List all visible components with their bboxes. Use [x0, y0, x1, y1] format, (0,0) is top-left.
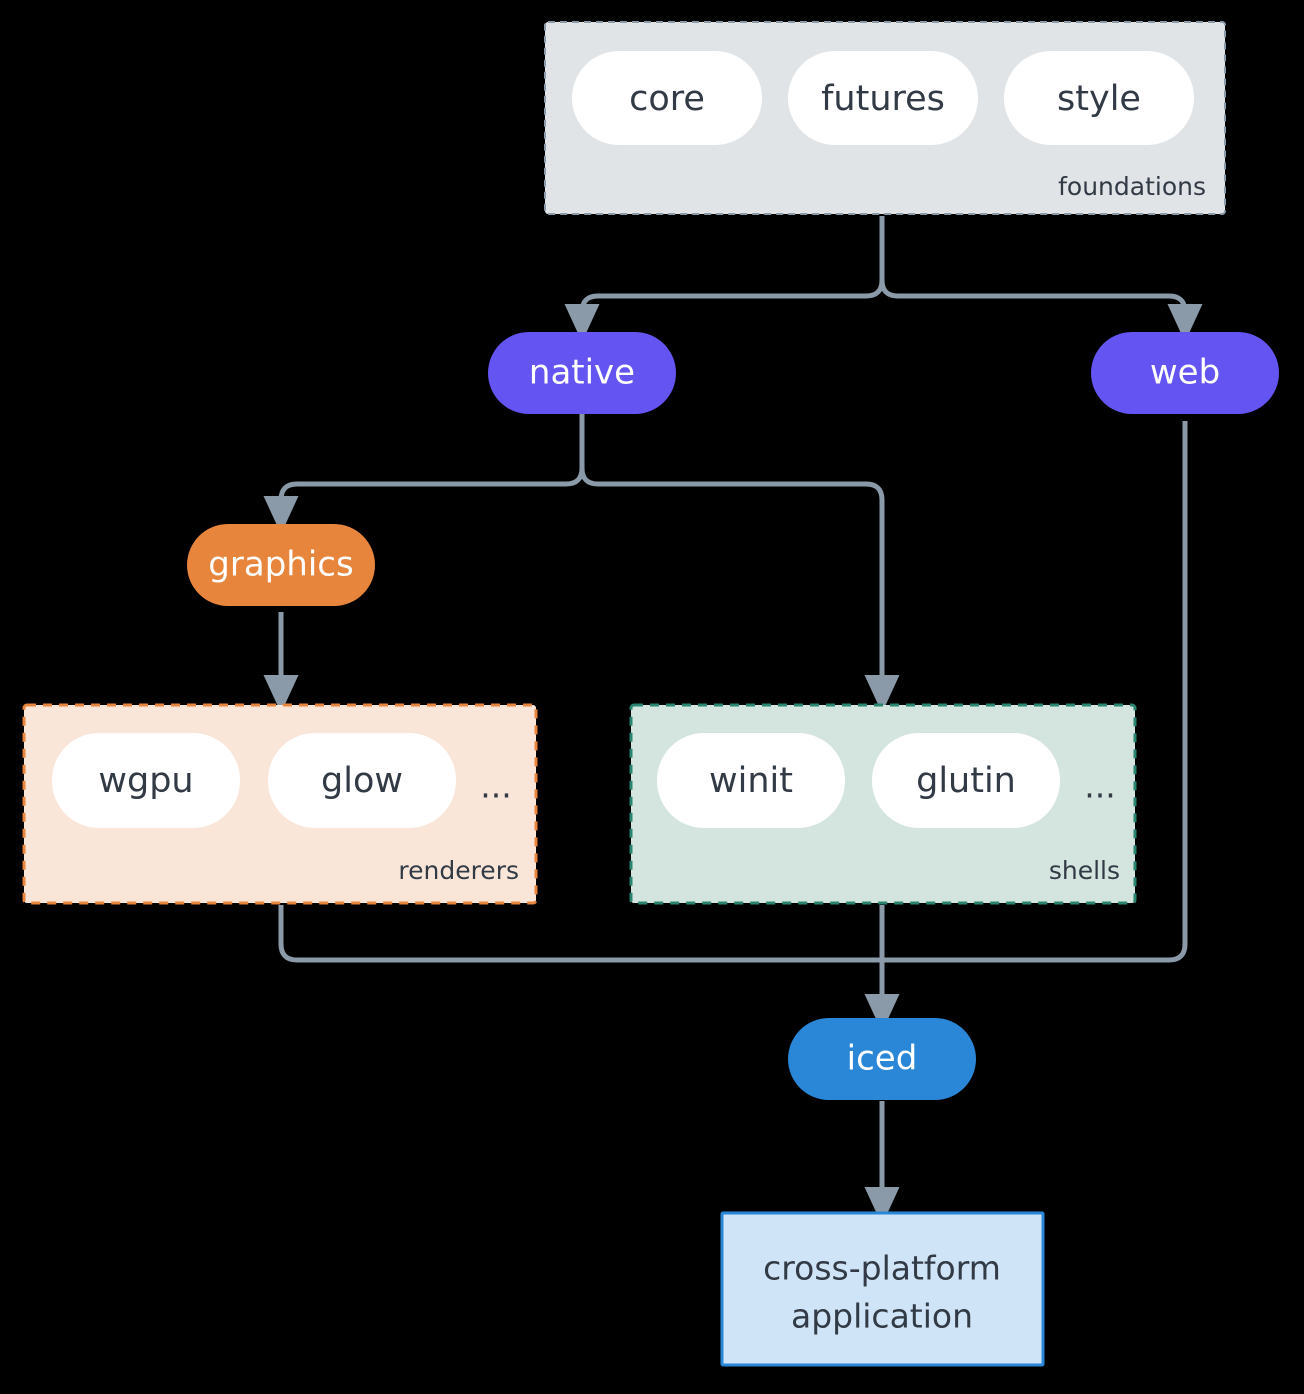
pill-label-style: style	[1057, 79, 1141, 119]
node-shape	[1091, 332, 1279, 414]
group-shells[interactable]: winit glutin ... shells	[629, 703, 1137, 905]
edge-foundations-to-web	[879, 279, 1203, 343]
pill-shape	[52, 733, 240, 828]
group-foundations[interactable]: core futures style foundations	[544, 21, 1226, 215]
foundations-caption: foundations	[1058, 172, 1206, 201]
renderers-caption: renderers	[398, 856, 519, 885]
pill-label-glutin: glutin	[916, 761, 1016, 801]
foundations-member-core[interactable]: core	[572, 51, 762, 145]
node-shape	[788, 1018, 976, 1100]
edge-web-to-iced	[882, 421, 1188, 963]
pill-shape	[788, 51, 978, 145]
pill-label-futures: futures	[821, 79, 945, 119]
edge-layer	[263, 216, 1203, 1226]
edge-native-to-shells	[579, 467, 900, 714]
node-native[interactable]: native	[488, 332, 676, 414]
node-label-iced: iced	[847, 1039, 918, 1079]
application-box	[720, 1211, 1045, 1367]
renderers-member-wgpu[interactable]: wgpu	[52, 733, 240, 828]
node-graphics[interactable]: graphics	[187, 524, 375, 606]
foundations-member-futures[interactable]: futures	[788, 51, 978, 145]
foundations-member-style[interactable]: style	[1004, 51, 1194, 145]
node-label-web: web	[1150, 353, 1220, 393]
node-shape	[488, 332, 676, 414]
pill-shape	[872, 733, 1060, 828]
edge-native-to-graphics	[263, 413, 585, 535]
shells-member-winit[interactable]: winit	[657, 733, 845, 828]
node-web[interactable]: web	[1091, 332, 1279, 414]
edge-renderers-to-iced	[278, 905, 882, 963]
edge-foundations-split	[564, 216, 885, 343]
pill-label-winit: winit	[709, 761, 793, 801]
application-label-line2: application	[791, 1297, 973, 1336]
shells-ellipsis: ...	[1084, 767, 1115, 806]
node-shape	[187, 524, 375, 606]
pill-label-core: core	[629, 79, 705, 119]
pill-shape	[657, 733, 845, 828]
node-label-native: native	[529, 353, 635, 393]
group-renderers[interactable]: wgpu glow ... renderers	[22, 703, 538, 905]
node-application[interactable]: cross-platform application	[720, 1211, 1045, 1367]
renderers-member-glow[interactable]: glow	[268, 733, 456, 828]
shells-member-glutin[interactable]: glutin	[872, 733, 1060, 828]
application-label-line1: cross-platform	[763, 1249, 1001, 1288]
pill-label-glow: glow	[321, 761, 403, 801]
shells-caption: shells	[1049, 856, 1120, 885]
pill-shape	[572, 51, 762, 145]
renderers-ellipsis: ...	[480, 767, 511, 806]
node-label-graphics: graphics	[208, 545, 353, 585]
pill-shape	[268, 733, 456, 828]
pill-shape	[1004, 51, 1194, 145]
pill-label-wgpu: wgpu	[98, 761, 193, 801]
node-iced[interactable]: iced	[788, 1018, 976, 1100]
